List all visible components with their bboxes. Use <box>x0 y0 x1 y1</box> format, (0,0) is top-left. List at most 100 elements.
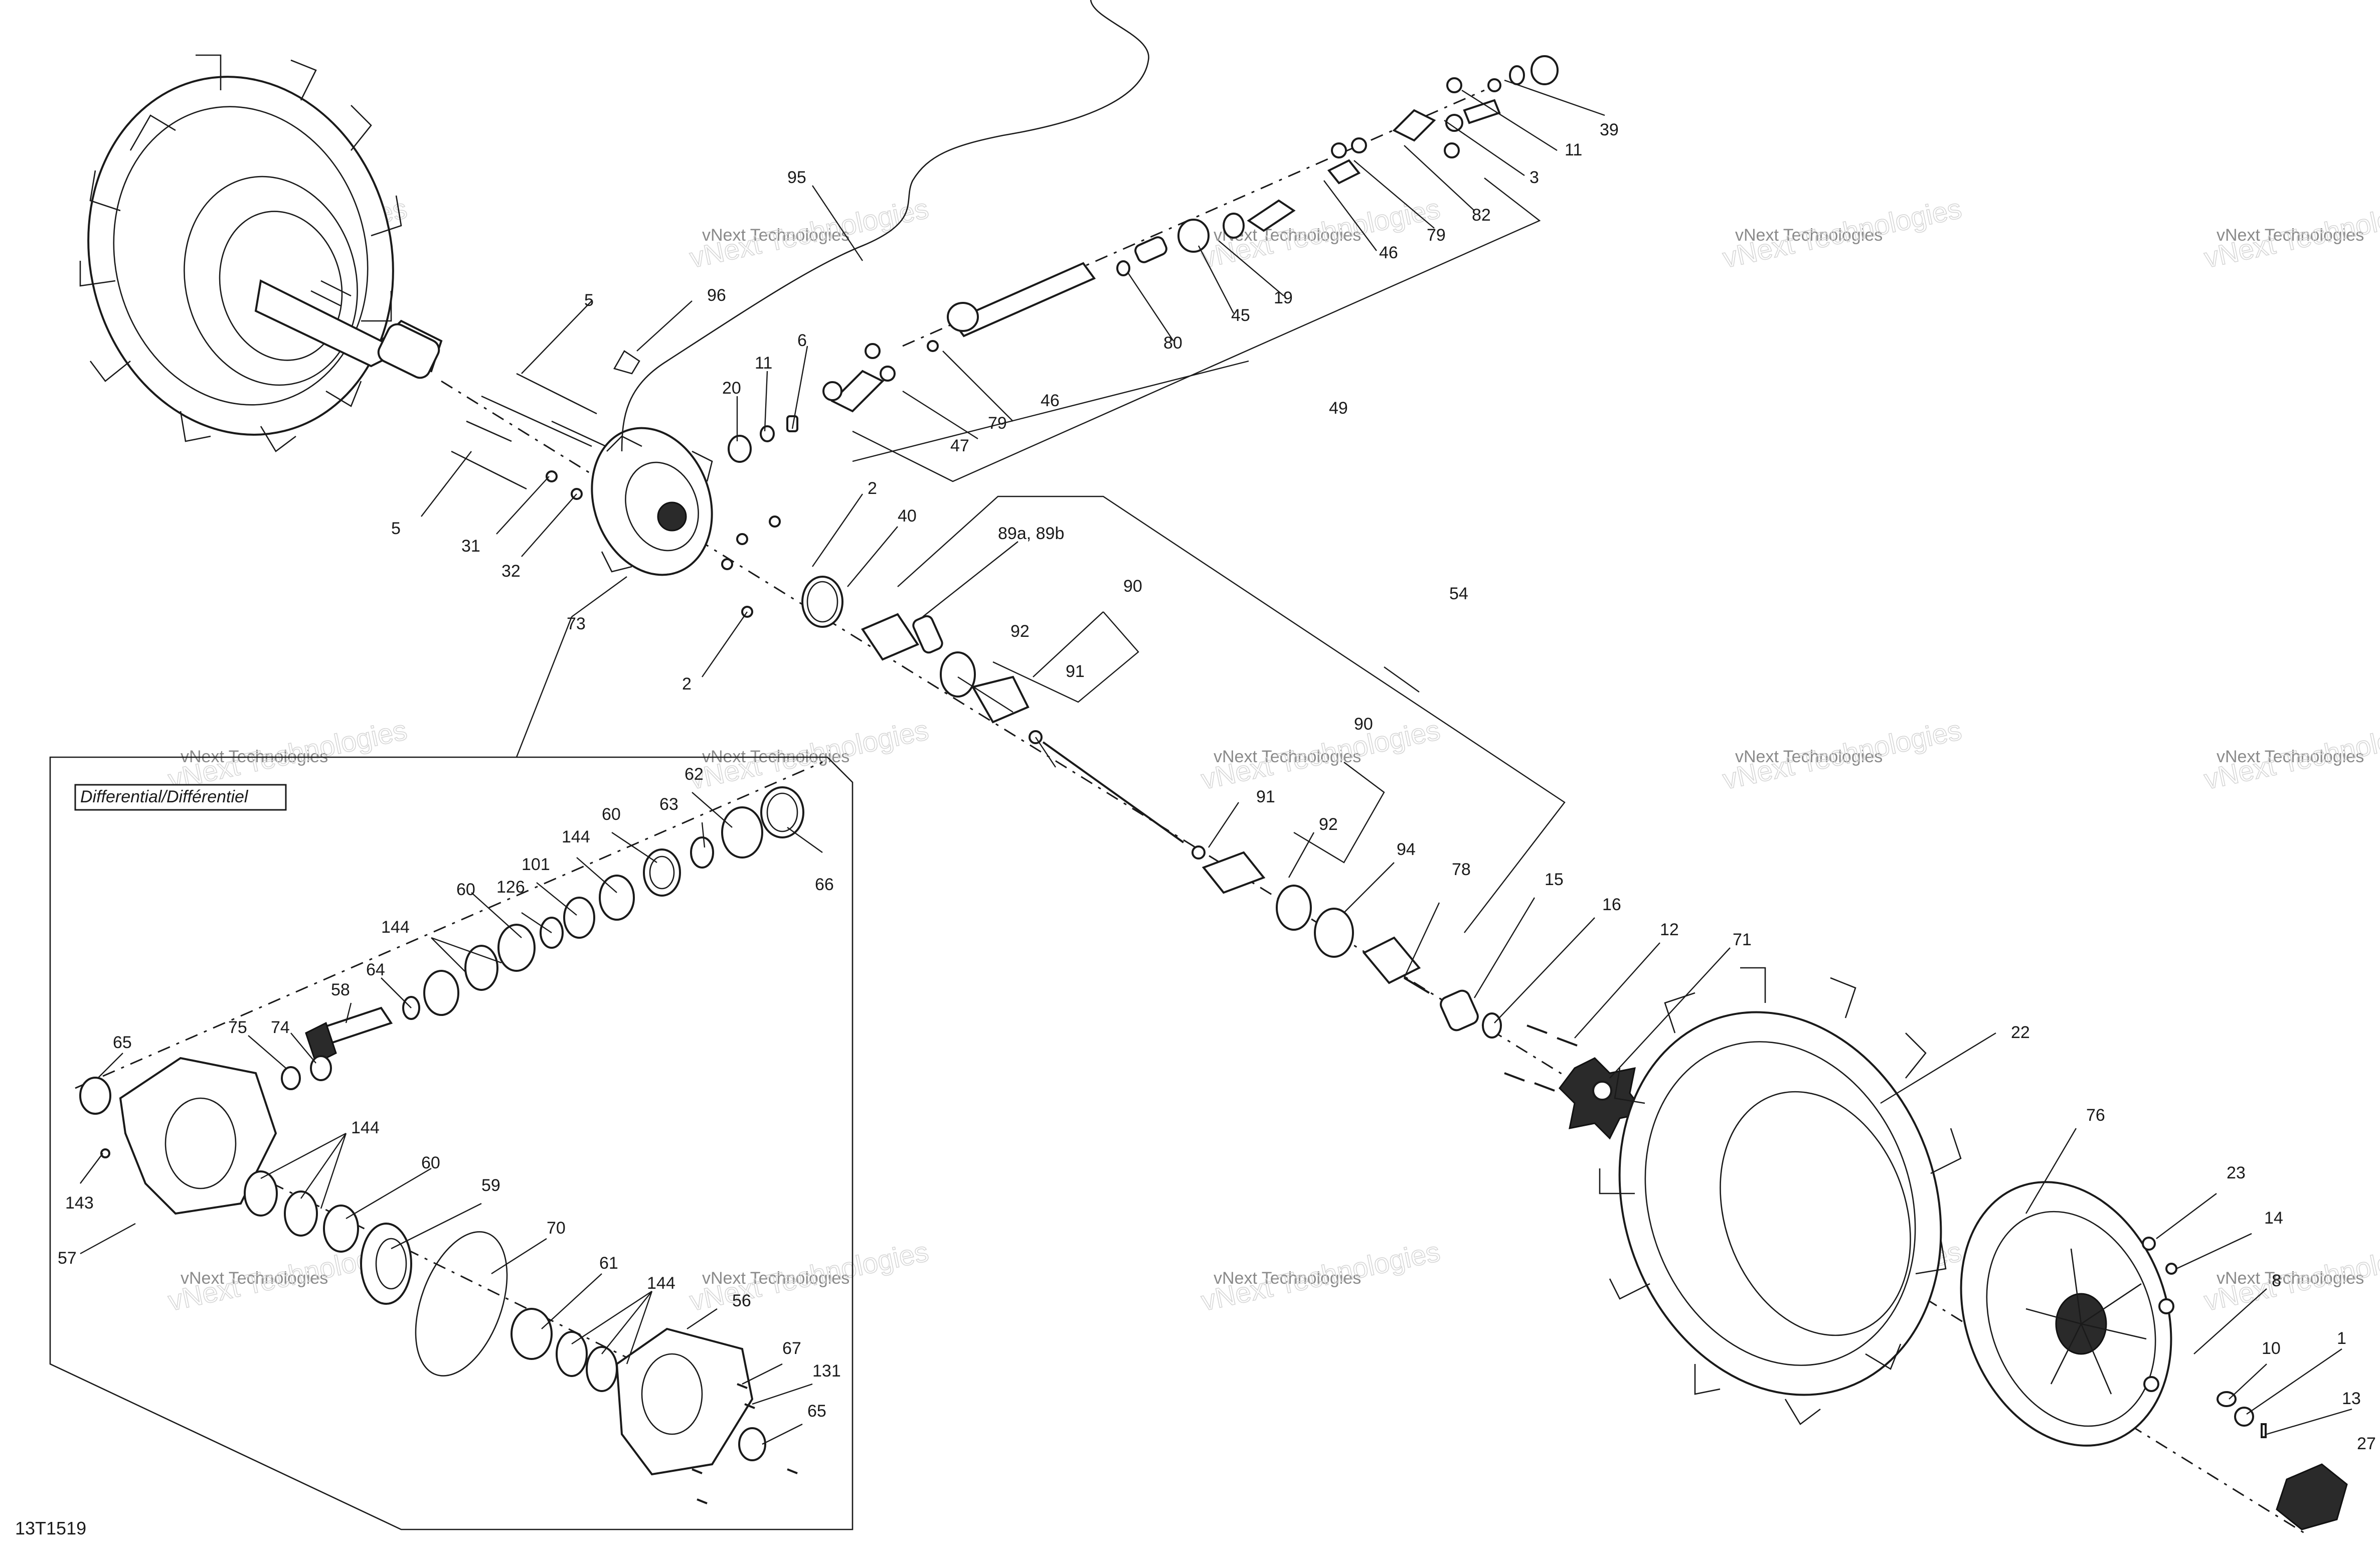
part-label-15: 15 <box>1545 870 1564 889</box>
part-label-8: 8 <box>2272 1271 2281 1290</box>
part-label-82: 82 <box>1472 206 1491 225</box>
watermark-text: vNext Technologies <box>2217 1269 2364 1288</box>
part-label-126: 126 <box>496 878 525 897</box>
part-label-40: 40 <box>898 506 917 526</box>
part-label-49: 49 <box>1329 399 1348 418</box>
part-label-144: 144 <box>647 1274 675 1293</box>
part-label-65: 65 <box>113 1033 132 1052</box>
differential-inset: Differential/Différentiel <box>49 756 854 1530</box>
part-label-5: 5 <box>584 291 594 310</box>
watermark-text: vNext Technologies <box>1214 1269 1361 1288</box>
part-label-66: 66 <box>815 875 834 894</box>
part-label-3: 3 <box>1529 168 1539 187</box>
part-label-92: 92 <box>1010 622 1030 641</box>
part-label-67: 67 <box>782 1339 801 1358</box>
part-label-59: 59 <box>481 1176 500 1195</box>
part-label-2: 2 <box>682 674 692 694</box>
part-label-60: 60 <box>456 880 475 899</box>
part-label-5: 5 <box>391 519 401 538</box>
left-wheel-assembly <box>79 54 443 452</box>
part-label-92: 92 <box>1319 815 1338 834</box>
inset-title-frame <box>74 784 287 811</box>
part-label-54: 54 <box>1449 584 1468 603</box>
part-label-144: 144 <box>351 1118 380 1137</box>
part-label-11: 11 <box>1565 140 1582 159</box>
part-label-57: 57 <box>58 1249 77 1268</box>
part-label-65: 65 <box>807 1402 826 1421</box>
part-label-91: 91 <box>1066 662 1085 681</box>
part-label-11: 11 <box>755 354 772 373</box>
part-label-1: 1 <box>2337 1329 2346 1348</box>
watermark-text: vNext Technologies <box>2217 226 2364 245</box>
part-label-79: 79 <box>988 414 1007 433</box>
part-label-76: 76 <box>2086 1106 2105 1125</box>
part-label-89a-89b: 89a, 89b <box>998 524 1064 543</box>
part-label-79: 79 <box>1427 226 1446 245</box>
driveshaft-small-parts <box>728 415 798 463</box>
inset-title: Differential/Différentiel <box>80 787 249 806</box>
part-label-46: 46 <box>1041 391 1060 410</box>
wheel-hub <box>1504 1024 1646 1140</box>
part-label-14: 14 <box>2264 1209 2283 1228</box>
part-label-144: 144 <box>381 918 410 937</box>
part-label-143: 143 <box>65 1193 94 1213</box>
part-label-10: 10 <box>2262 1339 2281 1358</box>
part-label-131: 131 <box>812 1361 841 1381</box>
watermark-text: vNext Technologies <box>702 1269 849 1288</box>
part-label-94: 94 <box>1397 840 1416 859</box>
watermark-text: vNext Technologies <box>2217 747 2364 766</box>
part-label-95: 95 <box>787 168 806 187</box>
part-label-16: 16 <box>1602 895 1621 914</box>
part-labels: 39 11 3 82 79 46 19 45 80 95 96 5 5 31 3… <box>58 120 2376 1453</box>
watermark-text: vNext Technologies <box>702 226 849 245</box>
part-label-101: 101 <box>522 855 550 874</box>
part-label-58: 58 <box>331 980 350 999</box>
vent-hose <box>613 0 1149 452</box>
part-label-144: 144 <box>562 827 590 846</box>
part-label-39: 39 <box>1600 120 1619 139</box>
watermark-layer: vNext Technologies vNext Technologies vNex… <box>165 192 2380 1317</box>
part-label-74: 74 <box>271 1018 290 1037</box>
part-label-27: 27 <box>2357 1434 2376 1453</box>
part-label-70: 70 <box>547 1219 566 1238</box>
part-label-78: 78 <box>1452 860 1471 879</box>
watermark-text: vNext Technologies <box>181 1269 328 1288</box>
part-label-19: 19 <box>1274 288 1293 307</box>
watermark-text: vNext Technologies <box>1214 747 1361 766</box>
part-label-90: 90 <box>1123 577 1142 596</box>
part-label-12: 12 <box>1660 920 1679 939</box>
watermark-text: vNext Technologies <box>1735 747 1883 766</box>
part-label-63: 63 <box>659 795 678 814</box>
part-label-32: 32 <box>501 562 521 581</box>
part-label-22: 22 <box>2011 1023 2030 1042</box>
part-label-80: 80 <box>1163 333 1182 353</box>
part-label-45: 45 <box>1231 306 1250 325</box>
part-label-20: 20 <box>722 379 741 398</box>
part-label-73: 73 <box>567 614 586 633</box>
drive-axle-assembly <box>801 576 1502 1039</box>
part-label-60: 60 <box>421 1153 440 1172</box>
right-wheel-assembly <box>1599 967 2348 1530</box>
part-label-46: 46 <box>1379 243 1398 262</box>
part-label-31: 31 <box>461 537 480 556</box>
part-label-60: 60 <box>602 805 621 824</box>
part-label-64: 64 <box>366 960 385 979</box>
differential-housing <box>591 427 781 618</box>
part-label-2: 2 <box>868 479 877 498</box>
part-label-13: 13 <box>2342 1389 2361 1408</box>
part-label-96: 96 <box>707 286 726 305</box>
part-label-6: 6 <box>797 331 807 350</box>
part-label-62: 62 <box>685 765 704 784</box>
leader-lines <box>80 79 2352 1445</box>
part-label-90: 90 <box>1354 715 1373 734</box>
part-label-47: 47 <box>950 436 969 455</box>
part-label-23: 23 <box>2227 1163 2246 1182</box>
part-label-56: 56 <box>732 1291 751 1310</box>
watermark-text: vNext Technologies <box>1735 226 1883 245</box>
propeller-shaft-assembly <box>822 55 1559 413</box>
part-label-71: 71 <box>1733 930 1752 949</box>
diagram-code: 13T1519 <box>15 1518 86 1538</box>
part-label-61: 61 <box>599 1254 618 1273</box>
part-label-75: 75 <box>228 1018 247 1037</box>
